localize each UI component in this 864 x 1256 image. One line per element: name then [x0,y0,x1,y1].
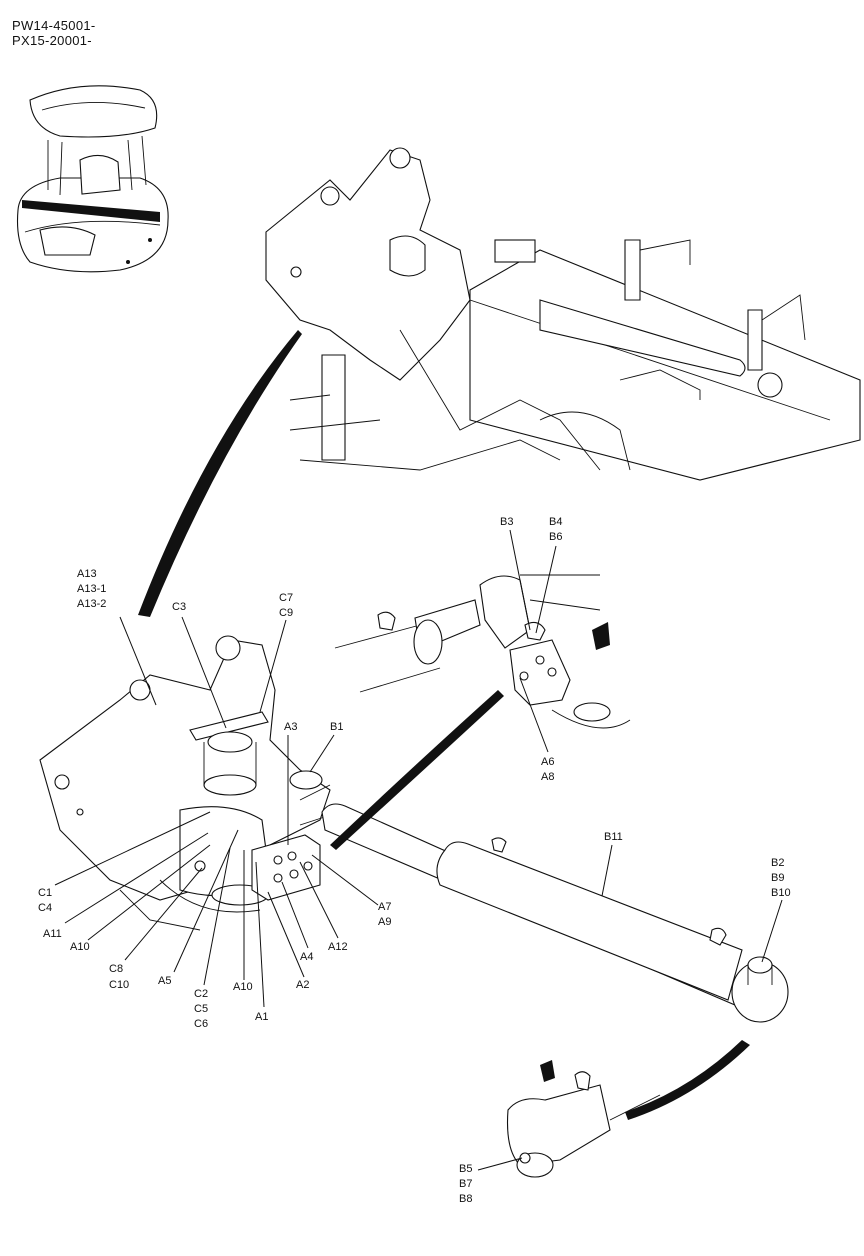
label-A11: A11 [43,928,62,940]
label-A9: A9 [378,916,391,928]
label-B5: B5 [459,1163,472,1175]
label-B8: B8 [459,1193,472,1205]
label-A4: A4 [300,951,313,963]
label-A10-left: A10 [70,941,90,953]
rod-end-leader [330,690,504,850]
label-B2: B2 [771,857,784,869]
label-C8: C8 [109,963,123,975]
piston-end-detail [506,1060,661,1178]
machine-overview-thumbnail [16,85,169,273]
label-C10: C10 [109,979,129,991]
label-C3: C3 [172,601,186,613]
label-A13-1: A13-1 [77,583,106,595]
label-B7: B7 [459,1178,472,1190]
label-A10-right: A10 [233,981,253,993]
label-C4: C4 [38,902,52,914]
label-B11: B11 [604,831,623,843]
rod-end-detail [334,574,631,729]
serial-number-2: PX15-20001- [12,33,92,48]
label-C5: C5 [194,1003,208,1015]
callout-labels: A13 A13-1 A13-2 C3 C7 C9 A3 B1 C1 C4 A11… [38,516,791,1205]
swing-bracket-detail [39,635,341,931]
label-A13: A13 [77,568,97,580]
label-B3: B3 [500,516,513,528]
label-A3: A3 [284,721,297,733]
label-B9: B9 [771,872,784,884]
label-C1: C1 [38,887,52,899]
label-A1: A1 [255,1011,268,1023]
detail-leader-line [138,330,302,617]
label-B10: B10 [771,887,791,899]
label-A13-2: A13-2 [77,598,106,610]
label-A12: A12 [328,941,348,953]
label-A8: A8 [541,771,554,783]
label-A5: A5 [158,975,171,987]
serial-number-1: PW14-45001- [12,18,96,33]
callout-leaders [54,529,783,1171]
label-B1: B1 [330,721,343,733]
label-B4: B4 [549,516,562,528]
label-C7: C7 [279,592,293,604]
label-A7: A7 [378,901,391,913]
label-B6: B6 [549,531,562,543]
piston-end-leader [625,1040,750,1120]
label-A2: A2 [296,979,309,991]
label-C9: C9 [279,607,293,619]
frame-boom-assembly-view [265,147,861,481]
hydraulic-cylinder [321,803,789,1023]
label-C6: C6 [194,1018,208,1030]
label-C2: C2 [194,988,208,1000]
label-A6: A6 [541,756,554,768]
